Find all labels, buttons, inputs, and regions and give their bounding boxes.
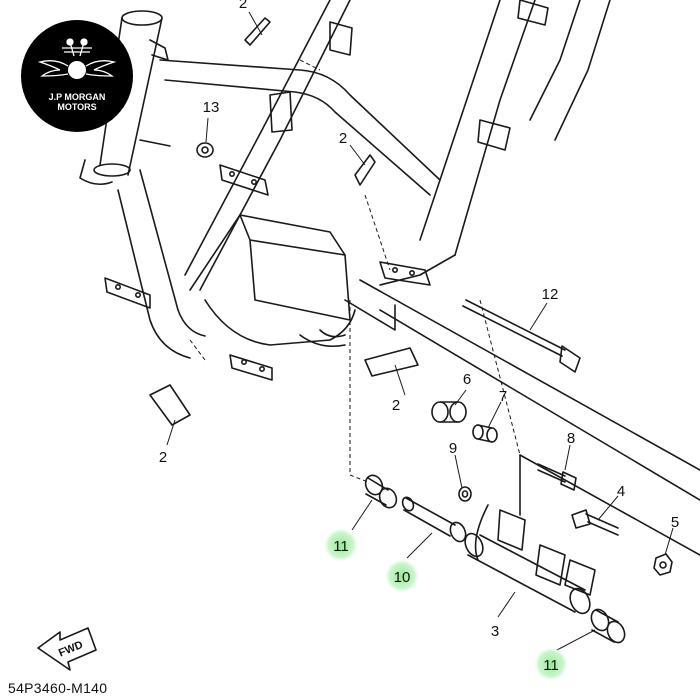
part-12-long-bolt — [462, 299, 581, 373]
callout-5: 5 — [671, 514, 679, 531]
part-2-plate-top — [244, 17, 271, 46]
center-cross-member — [189, 214, 356, 348]
callout-2-mid: 2 — [339, 130, 347, 147]
diagram-code-label: 54P3460-M140 — [8, 680, 108, 696]
part-2-plate-right — [364, 347, 419, 377]
hidden-lines — [189, 59, 521, 483]
logo-line2: MOTORS — [57, 102, 96, 112]
logo-line1: J.P MORGAN — [49, 92, 106, 102]
part-11-bushing-left — [364, 474, 398, 509]
bracket-left — [104, 277, 151, 309]
part-6-bushing — [431, 401, 467, 423]
callout-4: 4 — [617, 483, 625, 500]
callout-11-right: 11 — [543, 657, 559, 674]
callout-9: 9 — [449, 440, 457, 457]
bracket-lower — [229, 354, 273, 381]
callout-7: 7 — [499, 388, 507, 405]
callout-12: 12 — [542, 286, 559, 303]
halo-11-right — [533, 646, 569, 682]
callout-2-left: 2 — [159, 449, 167, 466]
part-3-pivot-tube — [464, 504, 596, 615]
jp-morgan-motors-logo: J.P MORGAN MOTORS — [21, 20, 133, 132]
callout-6: 6 — [463, 371, 471, 388]
callout-2-top: 2 — [239, 0, 247, 12]
down-tube-left — [117, 169, 206, 359]
callout-10: 10 — [394, 569, 411, 586]
part-2-plate-mid — [354, 154, 376, 186]
halo-11-left — [323, 527, 359, 563]
callout-3: 3 — [491, 623, 499, 640]
fwd-arrow: FWD — [37, 627, 97, 671]
part-7-collar — [472, 424, 498, 443]
part-8-bolt — [537, 463, 577, 491]
halo-10 — [384, 558, 420, 594]
part-2-plate-left — [149, 384, 191, 426]
callout-2-right: 2 — [392, 397, 400, 414]
winged-emblem-icon — [37, 38, 117, 79]
part-5-nut — [653, 553, 673, 576]
lower-rear-tube — [344, 279, 700, 501]
part-11-bushing-right — [590, 608, 626, 644]
callout-labels: 2 13 2 12 6 7 2 2 9 8 4 5 3 11 10 11 — [159, 0, 679, 674]
callout-13: 13 — [203, 99, 220, 116]
main-tube-upper — [159, 0, 611, 291]
part-9-washer — [458, 486, 472, 502]
fwd-arrow-icon — [37, 627, 97, 671]
part-10-collar — [401, 496, 467, 543]
leader-lines — [166, 11, 674, 651]
callout-11-left: 11 — [333, 538, 349, 555]
part-4-bolt — [571, 509, 619, 536]
part-13-grommet — [196, 142, 214, 158]
bracket-top — [139, 0, 549, 151]
highlight-halos — [323, 527, 569, 682]
bracket-upper-left — [219, 164, 269, 196]
callout-8: 8 — [567, 430, 575, 447]
bracket-center — [379, 261, 431, 286]
